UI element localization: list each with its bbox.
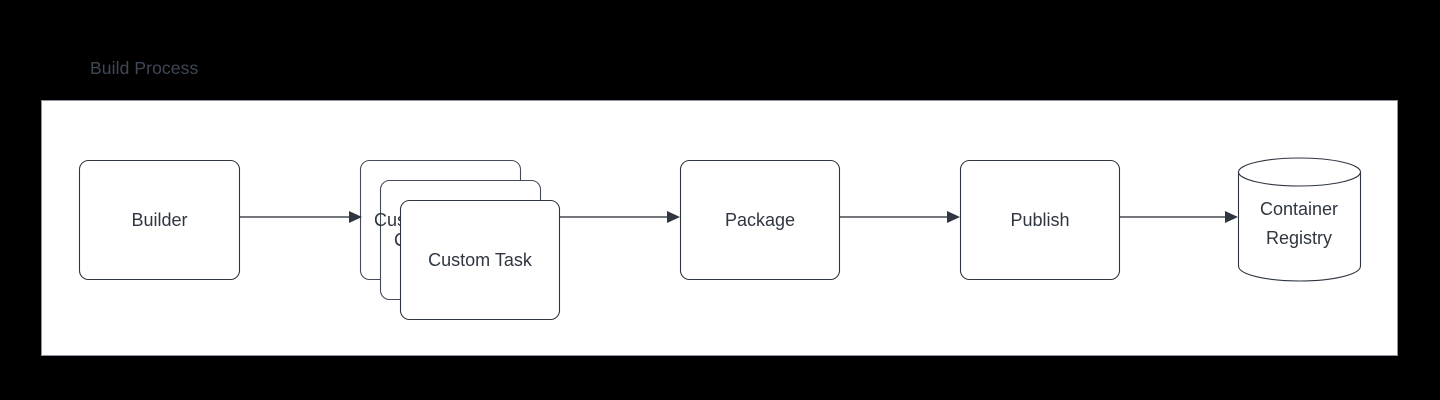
custom-task-card-front (399, 199, 561, 321)
node-package[interactable] (679, 159, 841, 281)
custom-task-back-label-clipped: Custom Task (374, 210, 479, 230)
clipped-text-middle: Custom Task (394, 230, 499, 250)
clipped-text-back: Custom Task (374, 210, 479, 230)
node-container-registry[interactable] (1237, 157, 1362, 282)
custom-task-middle-label-clipped: Custom Task (394, 230, 499, 250)
node-publish[interactable] (959, 159, 1121, 281)
edge-builder-to-custom-task (240, 211, 362, 223)
edge-package-to-publish (840, 211, 960, 223)
edge-custom-task-to-package (560, 211, 680, 223)
group-title: Build Process (90, 58, 199, 78)
node-builder[interactable] (78, 159, 241, 281)
node-custom-task[interactable] (359, 159, 561, 321)
edge-publish-to-container-registry (1120, 211, 1238, 223)
